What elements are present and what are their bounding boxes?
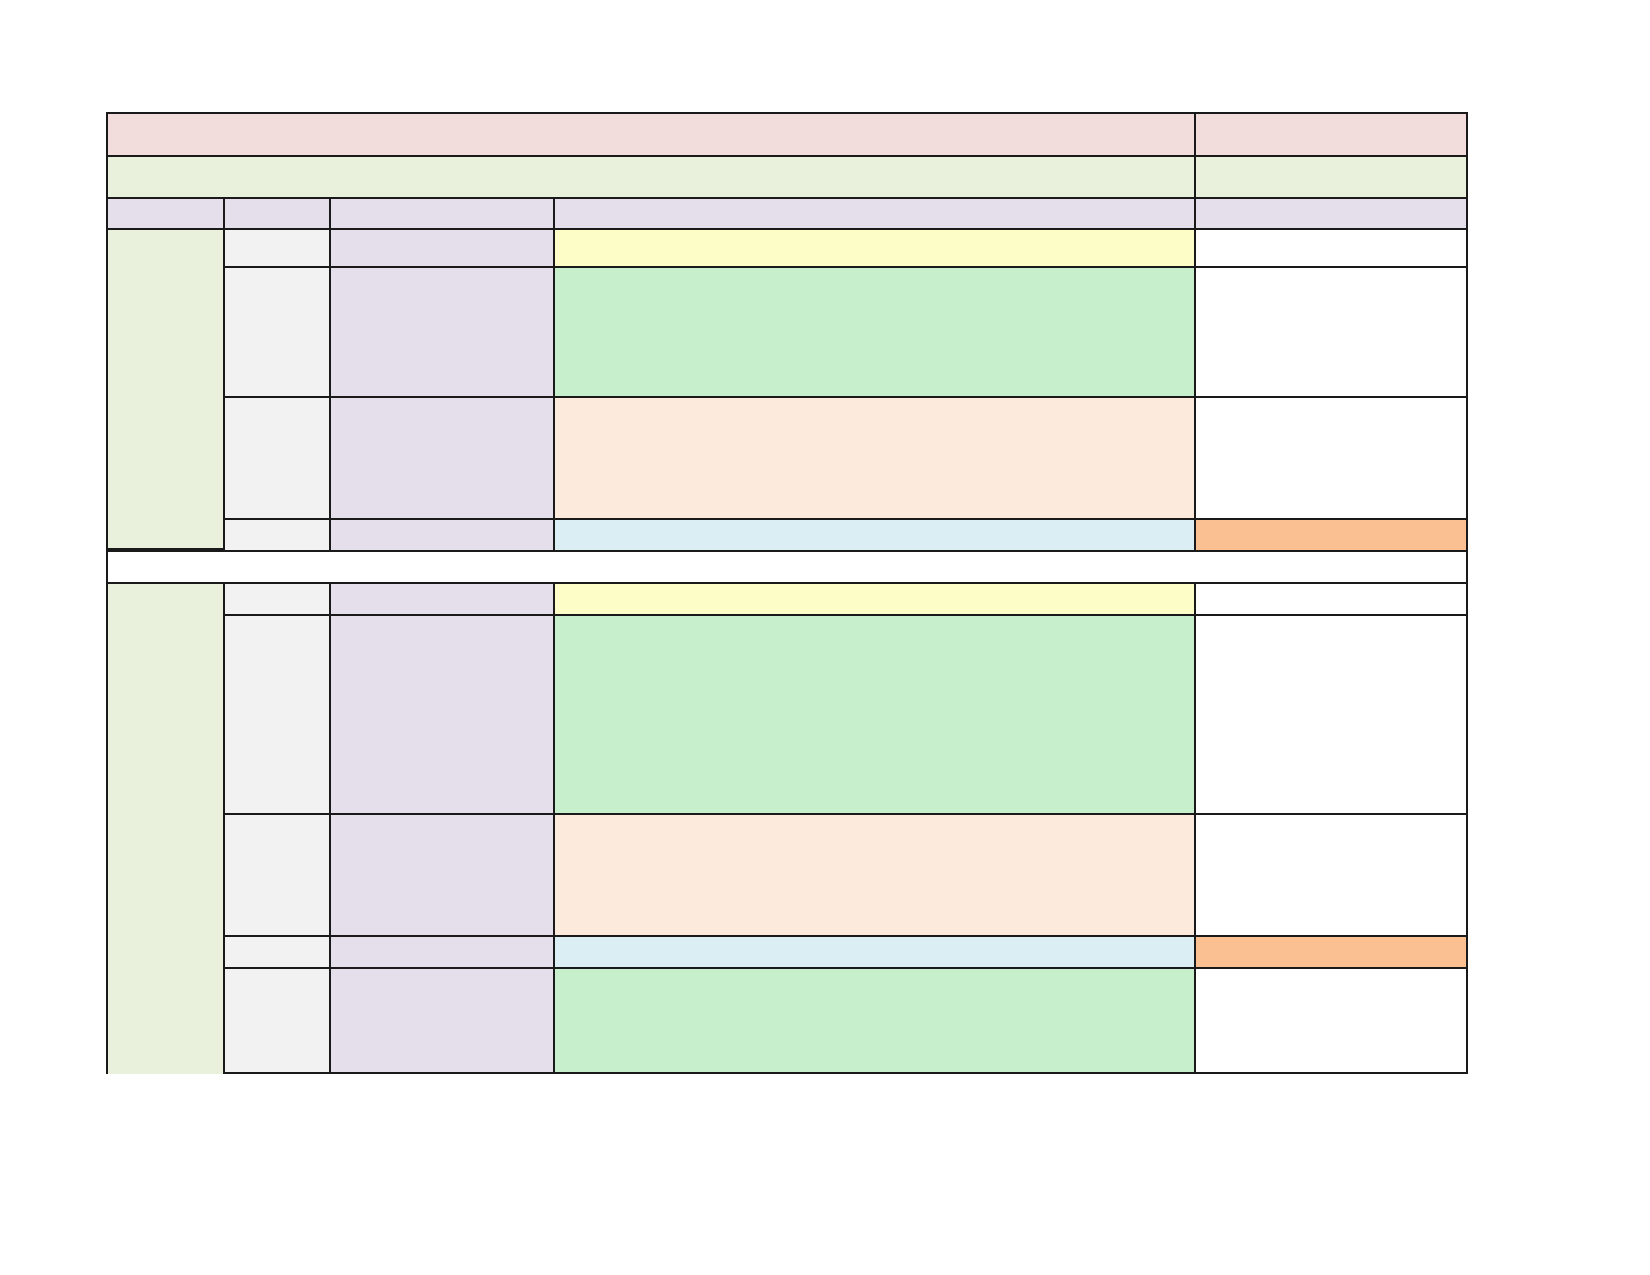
section-1-row-3-content[interactable] <box>553 396 1196 520</box>
subtitle-side-cell[interactable] <box>1194 155 1468 199</box>
section-2-row-4-total[interactable] <box>1194 935 1468 969</box>
header-cell-1[interactable] <box>106 197 225 230</box>
header-cell-5[interactable] <box>1194 197 1468 230</box>
section-2-row-3-label[interactable] <box>329 813 555 937</box>
spreadsheet-table <box>106 112 1468 1074</box>
section-1-row-1-label[interactable] <box>329 228 555 268</box>
section-1-row-1-note[interactable] <box>1194 228 1468 268</box>
section-2-row-2-label[interactable] <box>329 614 555 815</box>
section-2-row-1-content[interactable] <box>553 582 1196 616</box>
section-1-row-4-content[interactable] <box>553 518 1196 552</box>
section-2-row-5-number[interactable] <box>223 967 331 1074</box>
section-1-row-4-total[interactable] <box>1194 518 1468 552</box>
section-2-row-4-content[interactable] <box>553 935 1196 969</box>
subtitle-cell[interactable] <box>106 155 1196 199</box>
header-cell-4[interactable] <box>553 197 1196 230</box>
spacer-row[interactable] <box>106 550 1468 584</box>
header-cell-3[interactable] <box>329 197 555 230</box>
section-2-row-5-note[interactable] <box>1194 967 1468 1074</box>
section-1-row-3-note[interactable] <box>1194 396 1468 520</box>
section-2-row-2-note[interactable] <box>1194 614 1468 815</box>
section-2-row-3-note[interactable] <box>1194 813 1468 937</box>
section-1-row-2-content[interactable] <box>553 266 1196 398</box>
section-2-row-3-number[interactable] <box>223 813 331 937</box>
section-2-row-1-label[interactable] <box>329 582 555 616</box>
section-1-row-1-number[interactable] <box>223 228 331 268</box>
section-1-row-2-label[interactable] <box>329 266 555 398</box>
section-1-row-4-label[interactable] <box>329 518 555 552</box>
section-2-cell[interactable] <box>106 582 225 1074</box>
section-2-row-4-number[interactable] <box>223 935 331 969</box>
section-2-row-2-number[interactable] <box>223 614 331 815</box>
section-1-row-2-number[interactable] <box>223 266 331 398</box>
section-2-row-5-content[interactable] <box>553 967 1196 1074</box>
section-1-row-1-content[interactable] <box>553 228 1196 268</box>
section-2-row-5-label[interactable] <box>329 967 555 1074</box>
section-1-row-3-number[interactable] <box>223 396 331 520</box>
title-cell[interactable] <box>106 112 1196 157</box>
section-2-row-3-content[interactable] <box>553 813 1196 937</box>
section-2-row-1-number[interactable] <box>223 582 331 616</box>
section-2-row-1-note[interactable] <box>1194 582 1468 616</box>
section-1-row-4-number[interactable] <box>223 518 331 552</box>
section-1-row-3-label[interactable] <box>329 396 555 520</box>
header-cell-2[interactable] <box>223 197 331 230</box>
section-1-row-2-note[interactable] <box>1194 266 1468 398</box>
section-2-row-2-content[interactable] <box>553 614 1196 815</box>
section-2-row-4-label[interactable] <box>329 935 555 969</box>
section-1-cell[interactable] <box>106 228 225 550</box>
title-side-cell[interactable] <box>1194 112 1468 157</box>
